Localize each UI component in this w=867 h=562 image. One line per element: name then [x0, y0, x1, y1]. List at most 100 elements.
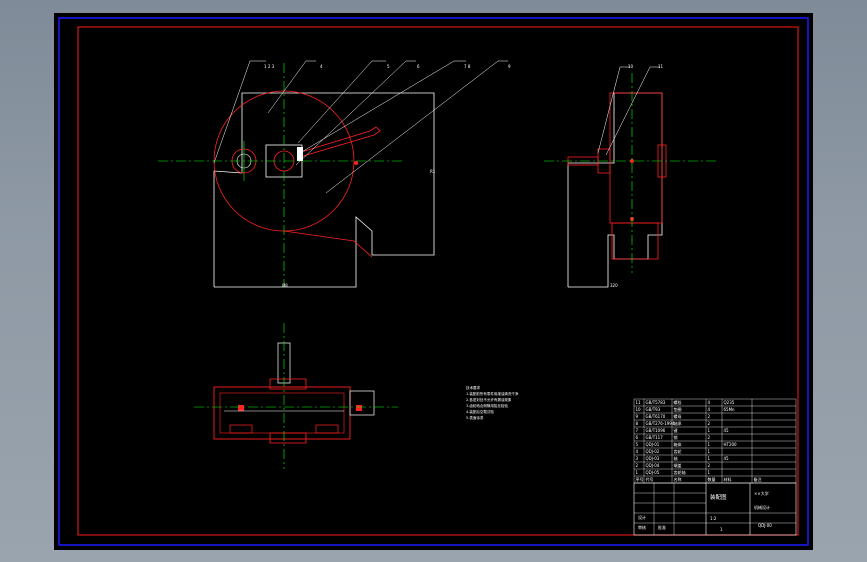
parts-table-cell: GB/T5783	[646, 400, 666, 405]
parts-table-cell: 4	[708, 407, 711, 412]
parts-table-cell: 9	[636, 414, 639, 419]
parts-table-cell: 11	[636, 400, 642, 405]
parts-table-cell: QDJ-03	[646, 456, 660, 461]
parts-table-cell: 齿轮	[674, 448, 682, 454]
parts-table-cell: 1	[708, 456, 711, 461]
front-label-5: 7 8	[464, 64, 471, 69]
parts-table-cell: 端盖	[674, 462, 682, 468]
parts-table-cell: 8	[636, 421, 639, 426]
front-dim-bottom: Ø8	[282, 283, 288, 288]
parts-table-cell: 1	[708, 428, 711, 433]
parts-table-cell: 45	[724, 428, 730, 433]
title-block-scale: 1:2	[710, 516, 717, 521]
front-slot	[297, 147, 303, 161]
section-right-bearing-top	[315, 424, 339, 434]
section-bolt-right	[356, 405, 362, 411]
parts-table-header-cell: 名称	[674, 476, 682, 482]
front-view[interactable]: 1 2 3 4 5 6 7 8 9 Ø8 R1	[158, 60, 511, 288]
front-label-6: 9	[508, 64, 511, 69]
side-pin	[630, 159, 634, 163]
parts-table-cell: 螺母	[674, 413, 682, 419]
parts-table-cell: 1	[708, 442, 711, 447]
side-housing-outline	[567, 92, 663, 288]
parts-table-cell: GB/T276-1994	[646, 421, 675, 426]
front-leaders	[213, 60, 508, 194]
parts-table-cell: 65Mn	[724, 407, 736, 412]
front-label-1: 1 2 3	[264, 64, 275, 69]
front-label-3: 5	[387, 64, 390, 69]
sheet-border	[58, 17, 809, 546]
parts-table-cell: 3	[636, 456, 639, 461]
parts-table-cell: GB/T1096	[646, 428, 666, 433]
notes-line-4: 4.装配后空载试验	[466, 409, 494, 414]
notes-line-3: 3.齿轮啮合侧隙用铅丝检验	[466, 403, 508, 408]
drawing-viewport[interactable]: 1 2 3 4 5 6 7 8 9 Ø8 R1 10 11 320	[54, 13, 813, 550]
parts-table-cell: 螺栓	[674, 399, 682, 405]
front-label-4: 6	[417, 64, 420, 69]
notes-line-1: 1.装配前所有零件用煤油清洗干净	[466, 391, 519, 396]
parts-table-cell: GB/T6170	[646, 414, 666, 419]
drawing-frame	[77, 26, 799, 536]
parts-table-cell: QDJ-01	[646, 442, 660, 447]
section-hub-bottom	[269, 432, 307, 444]
parts-table-header-cell: 备注	[754, 476, 762, 482]
notes-line-5: 5.表面涂漆	[466, 415, 484, 420]
side-leaders	[597, 66, 660, 156]
front-lever-pin	[354, 161, 358, 165]
title-block-design: 设计	[638, 514, 646, 520]
parts-table-cell: 轴	[674, 455, 678, 461]
parts-table-cell: 键	[674, 427, 678, 433]
title-block-check: 审核	[638, 524, 646, 530]
parts-table-cell: QDJ-04	[646, 463, 660, 468]
parts-table-header-cell: 序号	[636, 476, 644, 482]
front-gear-tangent	[283, 230, 373, 258]
parts-table-cell: 轴承	[674, 420, 682, 426]
technical-notes: 技术要求 1.装配前所有零件用煤油清洗干净 2.各密封处不允许有漏油现象 3.齿…	[466, 385, 519, 420]
front-dim-right: R1	[430, 169, 436, 174]
section-right-flange	[349, 390, 375, 416]
title-block-subtitle: 机械设计	[754, 504, 770, 510]
cad-drawing-canvas[interactable]: 1 2 3 4 5 6 7 8 9 Ø8 R1 10 11 320	[54, 13, 813, 550]
parts-table-header-cell: 材料	[724, 476, 732, 482]
parts-table-cell: 6	[636, 435, 639, 440]
parts-table-cell: 45	[724, 456, 730, 461]
side-lower-block	[611, 222, 659, 260]
section-body	[213, 386, 351, 440]
parts-table-cell: 2	[708, 414, 711, 419]
title-block-number: QDJ-00	[758, 523, 772, 528]
side-label-11: 11	[658, 64, 664, 69]
title-block-approve: 批准	[658, 524, 666, 530]
notes-line-2: 2.各密封处不允许有漏油现象	[466, 397, 512, 402]
parts-table-cell: GB/T93	[646, 407, 661, 412]
front-lever	[297, 126, 381, 158]
parts-table-cell: Q235	[724, 400, 735, 405]
parts-table-cell: 2	[708, 421, 711, 426]
title-block-company: ××大学	[754, 490, 769, 496]
parts-table-cell: 4	[636, 449, 639, 454]
section-view[interactable]	[194, 323, 398, 469]
title-block-drawing-title: 装配图	[710, 493, 727, 501]
parts-table-cell: 齿轮轴	[674, 469, 686, 475]
parts-table-cell: 7	[636, 428, 639, 433]
parts-table-header-cell: 数量	[708, 476, 716, 482]
parts-table-cell: HT200	[724, 442, 738, 447]
section-bolt-left	[238, 405, 244, 411]
parts-table-cell: 1	[636, 470, 639, 475]
side-dim-bottom: 320	[610, 283, 618, 288]
parts-table-cell: QDJ-05	[646, 470, 660, 475]
front-label-2: 4	[320, 64, 323, 69]
parts-table-cell: 垫圈	[674, 406, 682, 412]
side-view[interactable]: 10 11 320	[544, 64, 716, 288]
parts-table-cell: 4	[708, 400, 711, 405]
parts-table-cell: 10	[636, 407, 642, 412]
title-block-sheet: 1	[720, 527, 723, 532]
section-left-bearing-top	[229, 424, 253, 434]
side-housing-red	[609, 92, 663, 224]
notes-title: 技术要求	[466, 385, 480, 390]
parts-table-cell: 箱体	[674, 441, 682, 447]
parts-table-cell: 2	[708, 463, 711, 468]
parts-table-cell: 销	[674, 434, 678, 440]
parts-table-header-cell: 代号	[646, 476, 654, 482]
section-body-inner	[219, 392, 345, 434]
